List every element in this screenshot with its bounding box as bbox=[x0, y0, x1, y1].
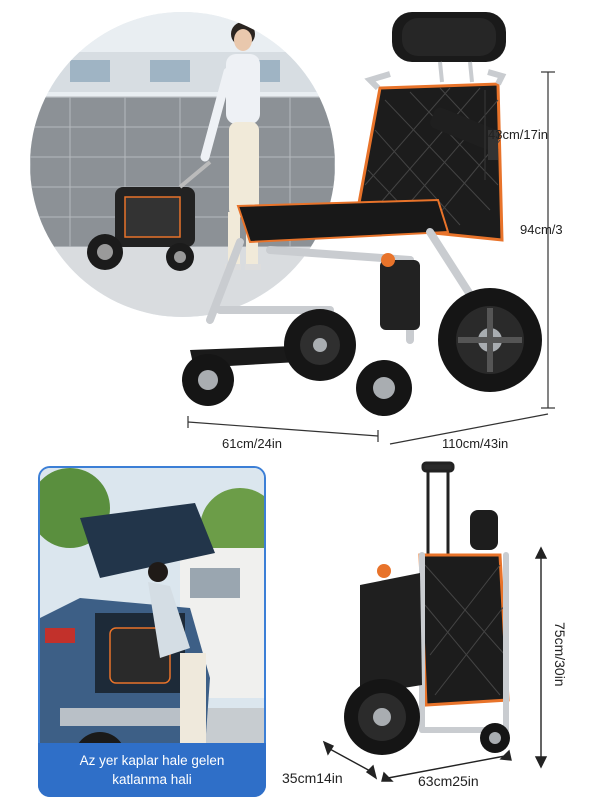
folded-rear-wheel bbox=[344, 679, 420, 755]
caption-line-2: katlanma hali bbox=[112, 772, 192, 787]
folded-height-label: 75cm/30in bbox=[552, 622, 568, 687]
joystick bbox=[470, 510, 498, 550]
front-caster-left bbox=[182, 354, 234, 406]
caption-line-1: Az yer kaplar hale gelen bbox=[79, 753, 225, 768]
folded-front-caster bbox=[480, 723, 510, 753]
lifestyle-circle-photo bbox=[30, 12, 335, 317]
lifestyle-scene bbox=[30, 12, 335, 317]
bottom-dimension-lines bbox=[322, 546, 548, 782]
total-height-label: 94cm/3 bbox=[520, 222, 563, 237]
top-dimension-lines bbox=[187, 71, 555, 445]
depth-label: 61cm/24in bbox=[222, 436, 282, 451]
length-label: 110cm/43in bbox=[442, 436, 509, 451]
rear-wheel bbox=[438, 288, 542, 392]
battery-pack bbox=[380, 260, 420, 330]
middle-wheel bbox=[284, 309, 356, 381]
trunk-lid bbox=[80, 503, 215, 578]
wheelchair-main bbox=[182, 12, 542, 416]
telescopic-handle bbox=[421, 461, 455, 565]
front-caster-right bbox=[356, 360, 412, 416]
folded-chair-small bbox=[87, 160, 212, 271]
armrest-joystick bbox=[430, 107, 500, 160]
folded-depth-label: 35cm14in bbox=[282, 770, 343, 786]
seat-back-height-label: 43cm/17in bbox=[488, 127, 548, 142]
woman-figure bbox=[200, 22, 261, 270]
folded-orange-knob bbox=[377, 564, 391, 578]
headrest bbox=[392, 12, 506, 83]
seat bbox=[236, 198, 450, 244]
fold-caption-band: Az yer kaplar hale gelen katlanma hali bbox=[38, 743, 266, 797]
folded-side-panel bbox=[360, 573, 422, 695]
orange-knob bbox=[381, 253, 395, 267]
wheelchair-folded bbox=[344, 461, 510, 755]
folded-length-label: 63cm25in bbox=[418, 773, 479, 789]
